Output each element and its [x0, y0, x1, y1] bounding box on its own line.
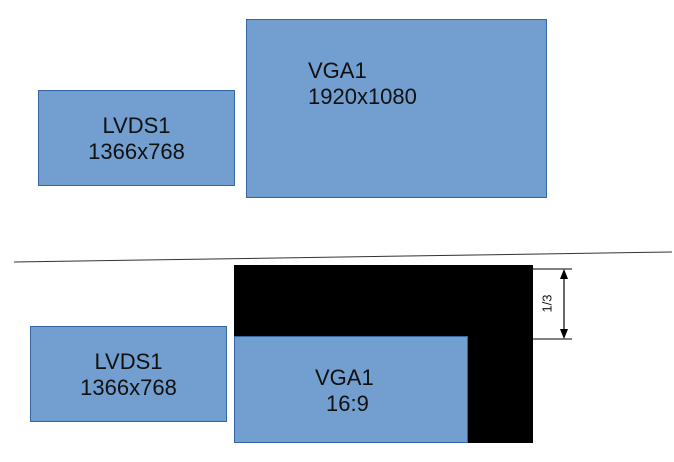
- bottom-lvds1-display: LVDS1 1366x768: [30, 326, 227, 422]
- top-lvds1-resolution: 1366x768: [88, 139, 185, 164]
- bottom-vga1-display: VGA1 16:9: [234, 336, 468, 443]
- dimension-arrow-bottom-head: [560, 329, 568, 339]
- top-vga1-display: VGA1 1920x1080: [246, 19, 547, 198]
- top-lvds1-name: LVDS1: [102, 113, 171, 138]
- bottom-vga1-name: VGA1: [315, 365, 374, 390]
- top-vga1-name: VGA1: [308, 58, 367, 83]
- dimension-label: 1/3: [539, 294, 555, 313]
- top-lvds1-display: LVDS1 1366x768: [38, 90, 235, 186]
- section-divider-line: [13, 251, 673, 263]
- bottom-vga1-aspect: 16:9: [326, 391, 369, 416]
- dimension-arrow-top-head: [560, 269, 568, 279]
- bottom-lvds1-name: LVDS1: [94, 349, 163, 374]
- bottom-lvds1-resolution: 1366x768: [80, 375, 177, 400]
- top-vga1-resolution: 1920x1080: [308, 84, 417, 109]
